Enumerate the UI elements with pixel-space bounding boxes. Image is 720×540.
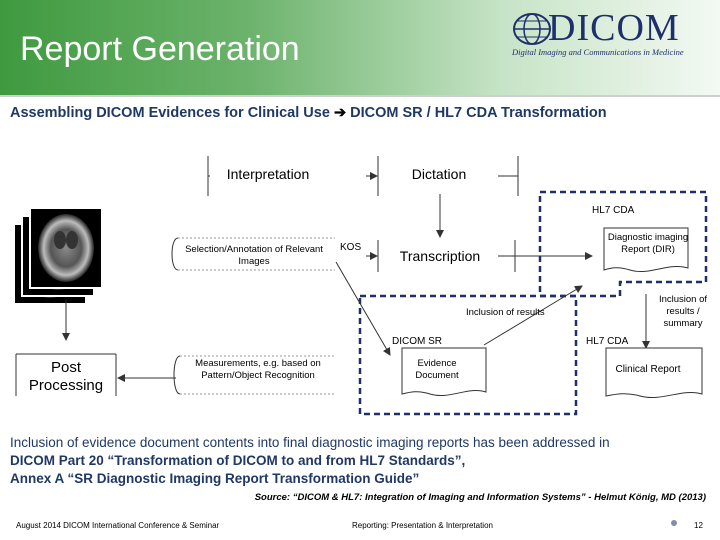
clinical-report-label: Clinical Report: [615, 364, 681, 375]
body-text: Inclusion of evidence document contents …: [10, 434, 710, 488]
evidence-document-label: Evidence Document: [415, 358, 459, 381]
body-line-3: Annex A “SR Diagnostic Imaging Report Tr…: [10, 471, 420, 486]
footer-left: August 2014 DICOM International Conferen…: [16, 521, 220, 530]
slide-title: Report Generation: [20, 30, 300, 68]
transcription-label: Transcription: [399, 248, 481, 264]
arrow-right-icon: ➔: [333, 105, 347, 121]
inclusion-results-summary-label: Inclusion of results / summary: [658, 294, 708, 329]
post-processing-label: Post Processing: [28, 359, 104, 394]
page-number: 12: [694, 521, 703, 530]
kos-label: KOS: [340, 242, 362, 253]
footer-center: Reporting: Presentation & Interpretation: [352, 521, 493, 530]
selection-annotation-label: Selection/Annotation of Relevant Images: [185, 244, 323, 267]
bullet-icon: [670, 519, 678, 527]
body-line-2: DICOM Part 20 “Transformation of DICOM t…: [10, 453, 466, 468]
dicom-logo: DICOM: [548, 7, 680, 49]
header-rule: [0, 95, 720, 97]
dicom-logo-tagline: Digital Imaging and Communications in Me…: [512, 47, 684, 57]
hl7-cda-bottom-label: HL7 CDA: [586, 336, 629, 347]
globe-icon: [513, 13, 551, 45]
inclusion-of-results-label: Inclusion of results: [466, 307, 545, 318]
dictation-label: Dictation: [411, 166, 467, 182]
slide-header: Report Generation DICOM Digital Imaging …: [0, 0, 720, 95]
body-line-1: Inclusion of evidence document contents …: [10, 435, 610, 450]
slide-subtitle: Assembling DICOM Evidences for Clinical …: [10, 105, 607, 121]
hl7-cda-top-label: HL7 CDA: [592, 205, 635, 216]
dicom-sr-label: DICOM SR: [392, 336, 442, 347]
interpretation-label: Interpretation: [226, 166, 310, 182]
subtitle-part2: DICOM SR / HL7 CDA Transformation: [350, 105, 607, 121]
diagnostic-imaging-report-label: Diagnostic imaging Report (DIR): [607, 232, 689, 255]
ct-image-stack: [13, 207, 103, 305]
source-citation: Source: “DICOM & HL7: Integration of Ima…: [254, 492, 706, 503]
measurements-label: Measurements, e.g. based on Pattern/Obje…: [195, 358, 321, 381]
subtitle-part1: Assembling DICOM Evidences for Clinical …: [10, 105, 330, 121]
